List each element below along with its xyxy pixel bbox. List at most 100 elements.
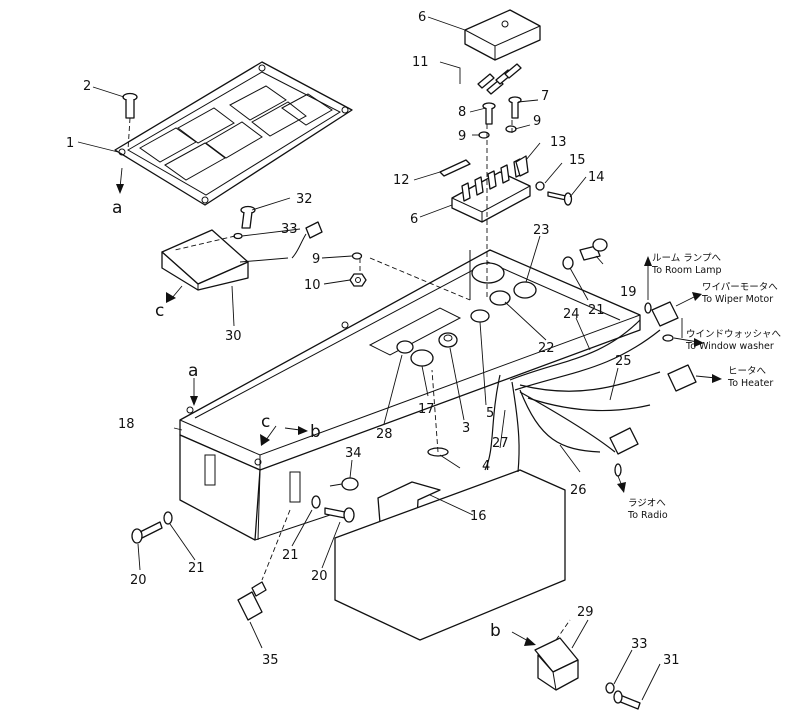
label-26: 26	[570, 483, 587, 498]
label-3: 3	[462, 421, 470, 436]
label-35: 35	[262, 653, 279, 668]
washer-21-center	[311, 495, 321, 509]
view-letter-labels: a a b b c c	[112, 198, 501, 641]
label-28: 28	[376, 427, 393, 442]
label-27: 27	[492, 436, 509, 451]
bracket-13	[515, 155, 529, 177]
label-6-top: 6	[418, 10, 426, 25]
wiper-connector	[651, 301, 679, 327]
note-heater-jp: ヒータへ	[728, 366, 767, 377]
letter-b-box: b	[310, 422, 321, 442]
screw-14	[547, 191, 573, 206]
label-33-top: 33	[281, 222, 298, 237]
note-heater-en: To Heater	[727, 378, 773, 389]
label-25: 25	[615, 354, 632, 369]
label-29: 29	[577, 605, 594, 620]
button-28	[396, 340, 414, 354]
label-10: 10	[304, 278, 321, 293]
part-number-labels: 1 2 3 4 5 6 6 7 8 9 9 9 10 11 12 13 14 1…	[66, 10, 680, 668]
label-7: 7	[541, 89, 549, 104]
screw-32	[240, 205, 256, 229]
knob-23	[513, 281, 537, 299]
washer-21-right	[562, 256, 574, 270]
label-31: 31	[663, 653, 680, 668]
letter-a-box: a	[188, 361, 198, 381]
assembly-lines	[127, 117, 571, 641]
label-11: 11	[412, 55, 429, 70]
leader-lines	[77, 16, 661, 701]
screw-20-left	[131, 521, 163, 544]
label-4: 4	[482, 459, 490, 474]
label-21-left: 21	[188, 561, 205, 576]
radio-plug	[614, 463, 622, 477]
label-9-top-left: 9	[458, 129, 466, 144]
label-30: 30	[225, 329, 242, 344]
label-2: 2	[83, 79, 91, 94]
note-radio-en: To Radio	[627, 510, 668, 521]
nut-10	[349, 273, 367, 287]
letter-c-top: c	[155, 301, 164, 321]
washer-9-left	[351, 252, 363, 260]
cover-6	[464, 9, 541, 61]
heater-connector	[667, 364, 697, 392]
label-33-bottom: 33	[631, 637, 648, 652]
washer-plug	[662, 334, 674, 342]
label-21-center: 21	[282, 548, 299, 563]
button-17	[410, 349, 434, 367]
switch-panel	[114, 61, 353, 206]
label-20-left: 20	[130, 573, 147, 588]
screw-31	[613, 690, 641, 710]
connector-33	[291, 221, 323, 259]
note-radio-jp: ラジオへ	[628, 498, 666, 509]
letter-b-bottom: b	[490, 621, 501, 641]
label-5: 5	[486, 406, 494, 421]
bracket-30	[161, 229, 289, 291]
label-16: 16	[470, 509, 487, 524]
label-1: 1	[66, 136, 74, 151]
radio-connector	[609, 427, 639, 455]
lamp-34	[329, 477, 359, 491]
letter-a-top: a	[112, 198, 122, 218]
note-wiper-en: To Wiper Motor	[701, 294, 773, 305]
label-20-center: 20	[311, 569, 328, 584]
key-switch-3	[438, 332, 458, 348]
relay-29	[534, 637, 579, 691]
label-8: 8	[458, 105, 466, 120]
label-21-right: 21	[588, 303, 605, 318]
knob-22	[470, 262, 511, 323]
strip-12	[439, 159, 471, 177]
console-box-18	[179, 249, 641, 541]
screw-2	[122, 92, 138, 119]
bulb-35	[237, 581, 267, 621]
label-15: 15	[569, 153, 586, 168]
lower-box	[334, 469, 566, 641]
screws-7-8	[478, 96, 522, 139]
label-24: 24	[563, 307, 580, 322]
label-22: 22	[538, 341, 555, 356]
label-6-fuse-box: 6	[410, 212, 418, 227]
note-room-lamp-en: To Room Lamp	[651, 265, 722, 276]
washer-15	[535, 181, 545, 191]
label-18: 18	[118, 417, 135, 432]
room-lamp-plug	[644, 302, 652, 314]
label-14: 14	[588, 170, 605, 185]
label-23: 23	[533, 223, 550, 238]
fuses-11	[477, 63, 522, 95]
label-34: 34	[345, 446, 362, 461]
note-room-lamp-jp: ルーム ランプへ	[652, 253, 721, 264]
screw-19	[579, 238, 608, 261]
label-9-top-right: 9	[533, 114, 541, 129]
destination-notes: ルーム ランプへ To Room Lamp ワイパーモータへ To Wiper …	[627, 253, 782, 521]
wiring-harness	[484, 319, 661, 473]
label-13: 13	[550, 135, 567, 150]
label-17: 17	[418, 402, 435, 417]
view-arrows	[116, 167, 536, 646]
note-washer-jp: ウインドウォッシャへ	[686, 329, 782, 340]
label-12: 12	[393, 173, 410, 188]
note-wiper-jp: ワイパーモータへ	[702, 282, 778, 293]
washer-33-bottom	[605, 682, 615, 694]
screw-20-center	[324, 507, 355, 523]
destination-arrows	[617, 256, 722, 493]
